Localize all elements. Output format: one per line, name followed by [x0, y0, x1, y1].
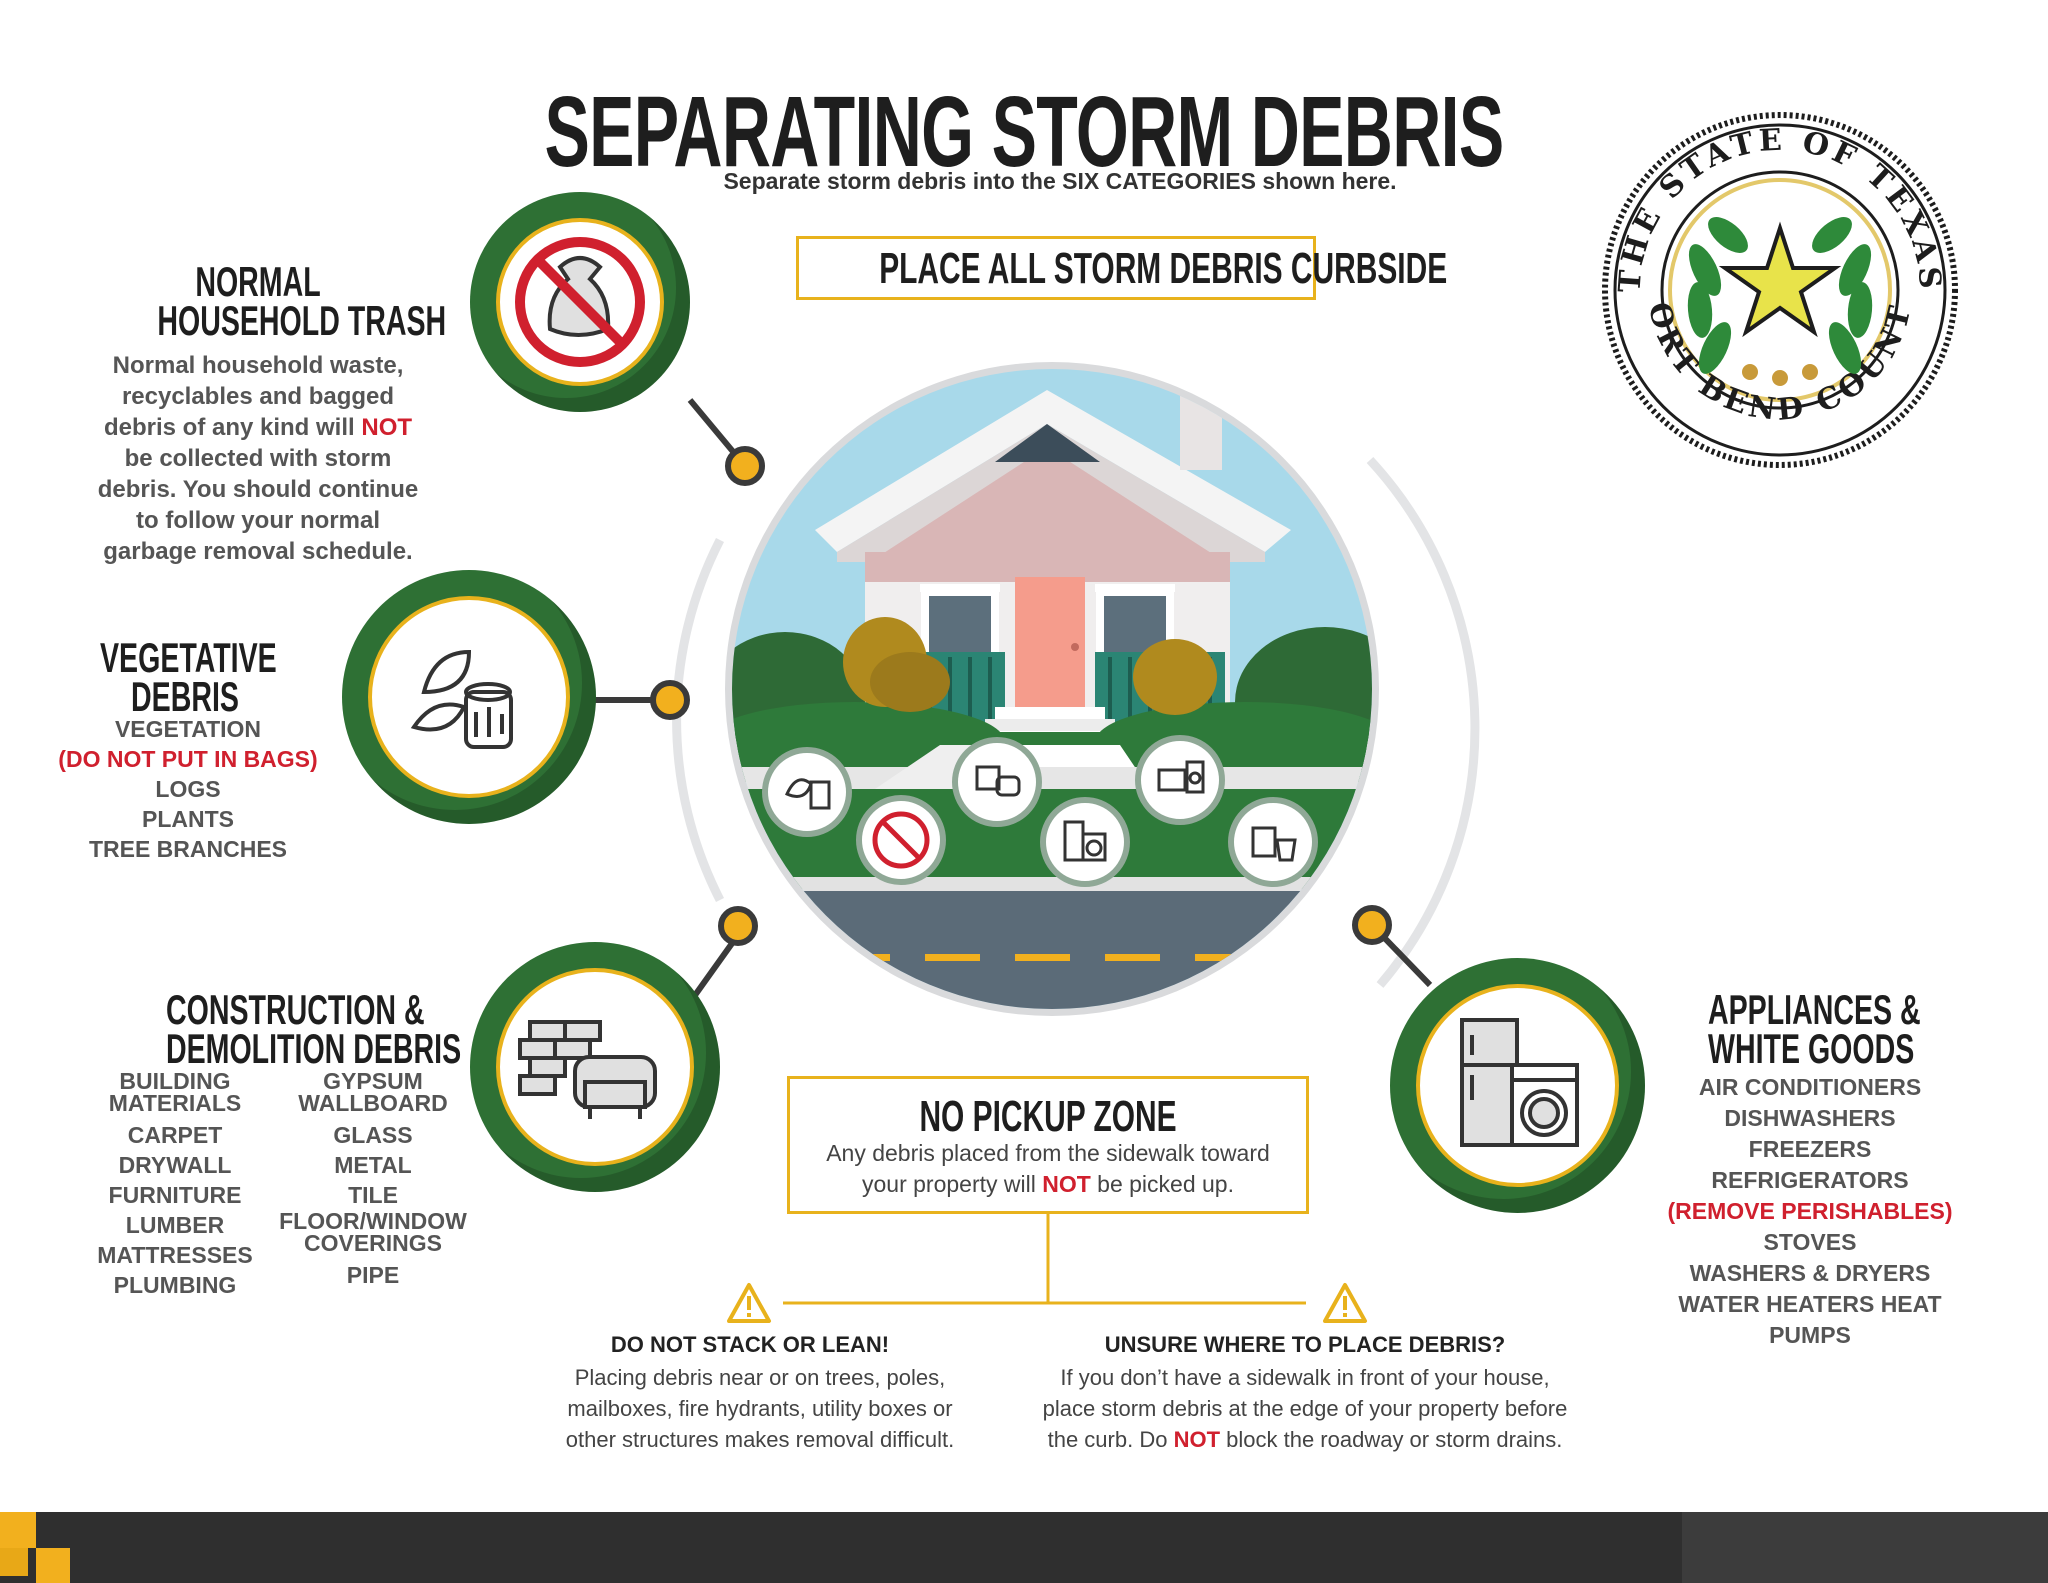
star-icon — [1718, 221, 1842, 338]
warning-icon — [727, 1283, 771, 1323]
list-item: STOVES — [1763, 1229, 1857, 1255]
no-trash-bag-icon — [515, 237, 645, 367]
list-item: VEGETATION — [114, 716, 262, 742]
list-item: PUMPS — [1769, 1322, 1851, 1348]
list-item: REFRIGERATORS — [1711, 1167, 1909, 1193]
household-trash-badge — [470, 192, 690, 412]
list-item: MATTRESSES — [97, 1242, 253, 1268]
stack-warning-title: DO NOT STACK OR LEAN! — [610, 1332, 890, 1357]
list-item: (DO NOT PUT IN BAGS) — [58, 746, 318, 772]
list-item: DRYWALL — [118, 1152, 232, 1178]
no-pickup-zone-text: Any debris placed from the sidewalk towa… — [826, 1140, 1270, 1197]
list-item: FREEZERS — [1748, 1136, 1872, 1162]
list-item: CARPET — [127, 1122, 223, 1148]
list-item: AIR CONDITIONERS — [1698, 1074, 1922, 1100]
list-item: FURNITURE — [108, 1182, 242, 1208]
construction-list-col1: BUILDING MATERIALS CARPET DRYWALL FURNIT… — [90, 1070, 260, 1300]
unsure-warning-text: If you don’t have a sidewalk in front of… — [1042, 1365, 1568, 1452]
no-pickup-zone-box — [787, 1076, 1309, 1214]
list-item: FLOOR/WINDOW — [279, 1208, 467, 1234]
list-item: BUILDING — [119, 1068, 231, 1094]
list-item: TREE BRANCHES — [88, 836, 288, 862]
list-item: METAL — [334, 1152, 412, 1178]
list-item: LOGS — [155, 776, 221, 802]
construction-title: CONSTRUCTION & DEMOLITION DEBRIS — [166, 986, 462, 1072]
list-item: PIPE — [346, 1262, 400, 1288]
list-item: (REMOVE PERISHABLES) — [1667, 1198, 1953, 1224]
appliances-title: APPLIANCES & WHITE GOODS — [1708, 986, 1921, 1072]
warning-icon — [1323, 1283, 1367, 1323]
stack-warning-text: Placing debris near or on trees, poles, … — [565, 1365, 955, 1452]
house-roof — [815, 390, 1291, 552]
appliances-badge — [1390, 958, 1645, 1213]
list-item: PLUMBING — [113, 1272, 237, 1298]
list-item: TILE — [348, 1182, 398, 1208]
construction-list-col2: GYPSUM WALLBOARD GLASS METAL TILE FLOOR/… — [268, 1070, 478, 1290]
leaves-log-icon — [410, 649, 513, 749]
list-item: GYPSUM — [323, 1068, 423, 1094]
connector-dots — [650, 446, 1392, 946]
vegetative-debris-badge — [342, 570, 596, 824]
page-title: SEPARATING STORM DEBRIS — [544, 76, 1504, 188]
list-item: LUMBER — [125, 1212, 225, 1238]
list-item: COVERINGS — [303, 1230, 443, 1256]
footer-bar-accent — [1682, 1512, 2048, 1583]
fort-bend-county-seal: THE STATE OF TEXAS FORT BEND COUNTY — [1600, 110, 1958, 468]
list-item: GLASS — [333, 1122, 413, 1148]
list-item: DISHWASHERS — [1724, 1105, 1896, 1131]
appliances-list: AIR CONDITIONERS DISHWASHERS FREEZERS RE… — [1650, 1072, 1970, 1351]
list-item: PLANTS — [142, 806, 234, 832]
household-title: NORMAL HOUSEHOLD TRASH — [157, 258, 447, 344]
no-pickup-zone-title: NO PICKUP ZONE — [919, 1092, 1177, 1141]
footer-square — [0, 1548, 28, 1576]
construction-debris-badge — [470, 942, 720, 1192]
list-item: MATERIALS — [108, 1090, 242, 1116]
footer-square — [0, 1512, 36, 1548]
vegetative-list: VEGETATION (DO NOT PUT IN BAGS) LOGS PLA… — [40, 714, 336, 864]
curbside-banner — [796, 236, 1316, 300]
curb-icons — [762, 735, 1318, 887]
fridge-washer-icon — [1460, 1018, 1579, 1147]
list-item: WASHERS & DRYERS — [1689, 1260, 1931, 1286]
list-item: WATER HEATERS HEAT — [1678, 1291, 1942, 1317]
list-item: WALLBOARD — [298, 1090, 448, 1116]
unsure-warning-title: UNSURE WHERE TO PLACE DEBRIS? — [1104, 1332, 1506, 1357]
house-door — [1015, 577, 1085, 707]
house-scene — [725, 362, 1379, 1016]
page-subtitle: Separate storm debris into the SIX CATEG… — [723, 168, 1397, 194]
household-body: Normal household waste, recyclables and … — [97, 352, 419, 565]
vegetative-title: VEGETATIVE DEBRIS — [100, 634, 277, 720]
footer-square — [36, 1548, 70, 1583]
bricks-couch-icon — [518, 1020, 657, 1119]
